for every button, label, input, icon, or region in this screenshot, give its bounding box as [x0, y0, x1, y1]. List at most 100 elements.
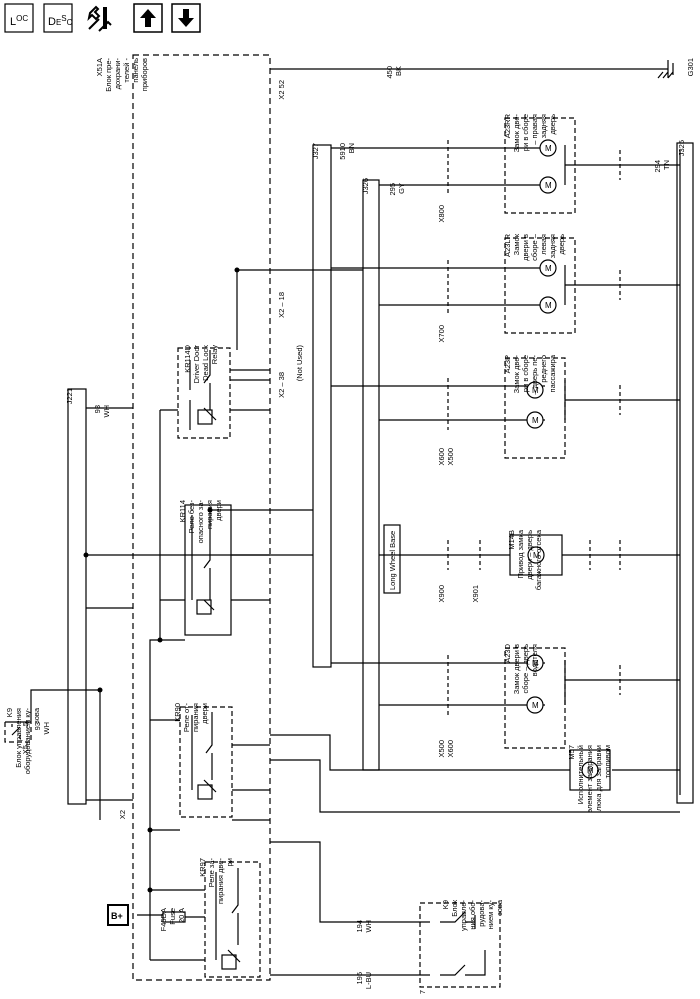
k9-bottom-module-box — [419, 902, 501, 988]
locator-button[interactable]: LOC — [4, 3, 34, 33]
a23d-label: A23DЗамок двери всборе – дверьводителя — [503, 643, 539, 694]
wire-93-wh-label: 93WH — [93, 405, 111, 418]
x600-x500-label: X600X500 — [437, 448, 455, 466]
svg-text:M: M — [587, 766, 594, 775]
kr114d-relay-box — [177, 347, 231, 439]
x800-label-top: X800 — [437, 205, 446, 223]
repair-tools-button[interactable] — [87, 5, 112, 32]
g301-ground-symbol — [657, 60, 674, 79]
wire-294-tn-m57 — [270, 734, 570, 771]
k9-bottom-switch-lower — [440, 950, 486, 976]
svg-text:M: M — [533, 551, 540, 560]
k9-top-module-box — [4, 722, 32, 743]
b-plus-box — [107, 904, 129, 926]
g301-label: G301 — [686, 58, 695, 76]
b-plus-label: B+ — [111, 911, 123, 921]
arrow-down-icon — [178, 9, 194, 27]
svg-text:M: M — [545, 301, 552, 310]
a23rr-lock-box — [504, 117, 576, 214]
j326-label: J326 — [361, 178, 370, 194]
a23rr-motor-2 — [539, 176, 557, 194]
a23p-label: A23PЗамок две-ри в сборе– дверь пе-редне… — [503, 354, 557, 394]
wire-93-wh-k9-route — [5, 689, 101, 820]
wire-5910-bn-label: 5910BN — [338, 143, 356, 160]
page-down-button[interactable] — [171, 3, 201, 33]
j325-splice-bar — [676, 142, 694, 804]
wire-295-gy-label: 295GY — [388, 183, 406, 196]
not-used-label: (Not Used) — [295, 345, 304, 382]
x900-label-left: X900 — [437, 585, 446, 603]
x2-label: X2 — [118, 810, 127, 819]
x51a-fuse-block-outline — [132, 54, 271, 981]
arrow-up-icon — [140, 9, 156, 27]
svg-text:M: M — [532, 659, 539, 668]
wire-195-lbu-label: 195L-BU — [355, 972, 373, 989]
svg-text:M: M — [545, 181, 552, 190]
svg-text:M: M — [545, 264, 552, 273]
svg-text:M: M — [545, 144, 552, 153]
m57-motor — [581, 761, 599, 779]
a23rr-label: A23RRЗамок две-ри в сборе– праваязадняяд… — [503, 113, 557, 152]
wrench-info-icon — [87, 5, 112, 32]
a23d-motor-2 — [526, 696, 544, 714]
a23d-motor-1 — [526, 654, 544, 672]
wire-93-wh-k9-label: 93WH — [33, 722, 51, 735]
m57-label: M57Исполнительныйэлемент запираниялюка д… — [567, 745, 612, 813]
k9-top-label: K9Блок управленияоборудованием ку-зова — [5, 707, 41, 774]
j327-splice-bar — [312, 144, 332, 668]
x7-label: X7 — [418, 990, 427, 994]
kr90-label: KR90Реле от-пираниядвери — [173, 703, 209, 733]
x51a-fuse-block-label: X51AБлок пре-дохрани-телей -панельприбор… — [95, 58, 149, 92]
kr97-label: KR97Реле за-пирания две-ри — [198, 857, 234, 904]
x5-label: X5 — [21, 745, 30, 754]
k9-bottom-switch-upper — [440, 911, 476, 929]
kr114-relay-box — [184, 504, 232, 636]
kr90-relay-box — [179, 706, 233, 818]
m57-actuator-box — [569, 749, 611, 791]
a23rr-motor-1 — [539, 139, 557, 157]
toolbar: LOC DESC — [4, 3, 201, 33]
x500-x600-label: X500X600 — [437, 740, 455, 758]
a23lr-motor-2 — [539, 296, 557, 314]
svg-text:M: M — [532, 701, 539, 710]
wire-194-wh — [270, 841, 430, 923]
description-button-label: DESC — [48, 14, 73, 28]
a23p-motor-2 — [526, 411, 544, 429]
j327-label: J327 — [311, 143, 320, 159]
svg-text:M: M — [532, 386, 539, 395]
j325-label: J325 — [677, 140, 686, 156]
a23lr-lock-box — [504, 237, 576, 334]
m14b-motor — [527, 546, 545, 564]
wire-194-wh-label: 194WH — [355, 920, 373, 933]
long-wheel-base-box — [383, 524, 401, 594]
a23p-motor-1 — [526, 381, 544, 399]
pin-5-label: 5 — [21, 722, 30, 726]
k9-top-switch — [11, 724, 21, 739]
x2-18-label: X2 – 18 — [277, 292, 286, 318]
f45da-fuse-label: F45DAFuse20 A — [159, 908, 186, 931]
a23lr-label: A23LRЗамокдвери всборе –леваязадняядверь — [503, 233, 566, 261]
x700-label: X700 — [437, 325, 446, 343]
x2-52-label: X2 52 — [277, 80, 286, 100]
wire-295-gy-m57 — [270, 759, 680, 813]
wire-450-bk-label: 450BK — [385, 66, 403, 79]
wire-294-tn-label: 294TN — [653, 160, 671, 173]
kr114-label: KR114Реле без-опасного за-пираниядвери — [178, 500, 223, 544]
description-button[interactable]: DESC — [43, 3, 73, 33]
a23lr-motor-1 — [539, 259, 557, 277]
long-wheel-base-label: Long Wheel Base — [388, 531, 397, 590]
x901-label-left: X901 — [471, 585, 480, 603]
x2-38-label: X2 – 38 — [277, 372, 286, 398]
j221-label: J221 — [65, 388, 74, 404]
kr114d-label: KR114DDriver DoorDead LockRelay — [183, 344, 219, 383]
locator-button-label: LOC — [10, 14, 28, 28]
page-up-button[interactable] — [133, 3, 163, 33]
kr97-relay-box — [204, 861, 261, 978]
j221-splice-bar — [67, 388, 87, 805]
k9-bottom-label: K9Блокуправле-ния обо-рудова-нием ку-зов… — [441, 899, 504, 931]
svg-text:M: M — [532, 416, 539, 425]
m14b-label: M14BПривод замкадвери – дверьбагажного о… — [507, 529, 543, 590]
